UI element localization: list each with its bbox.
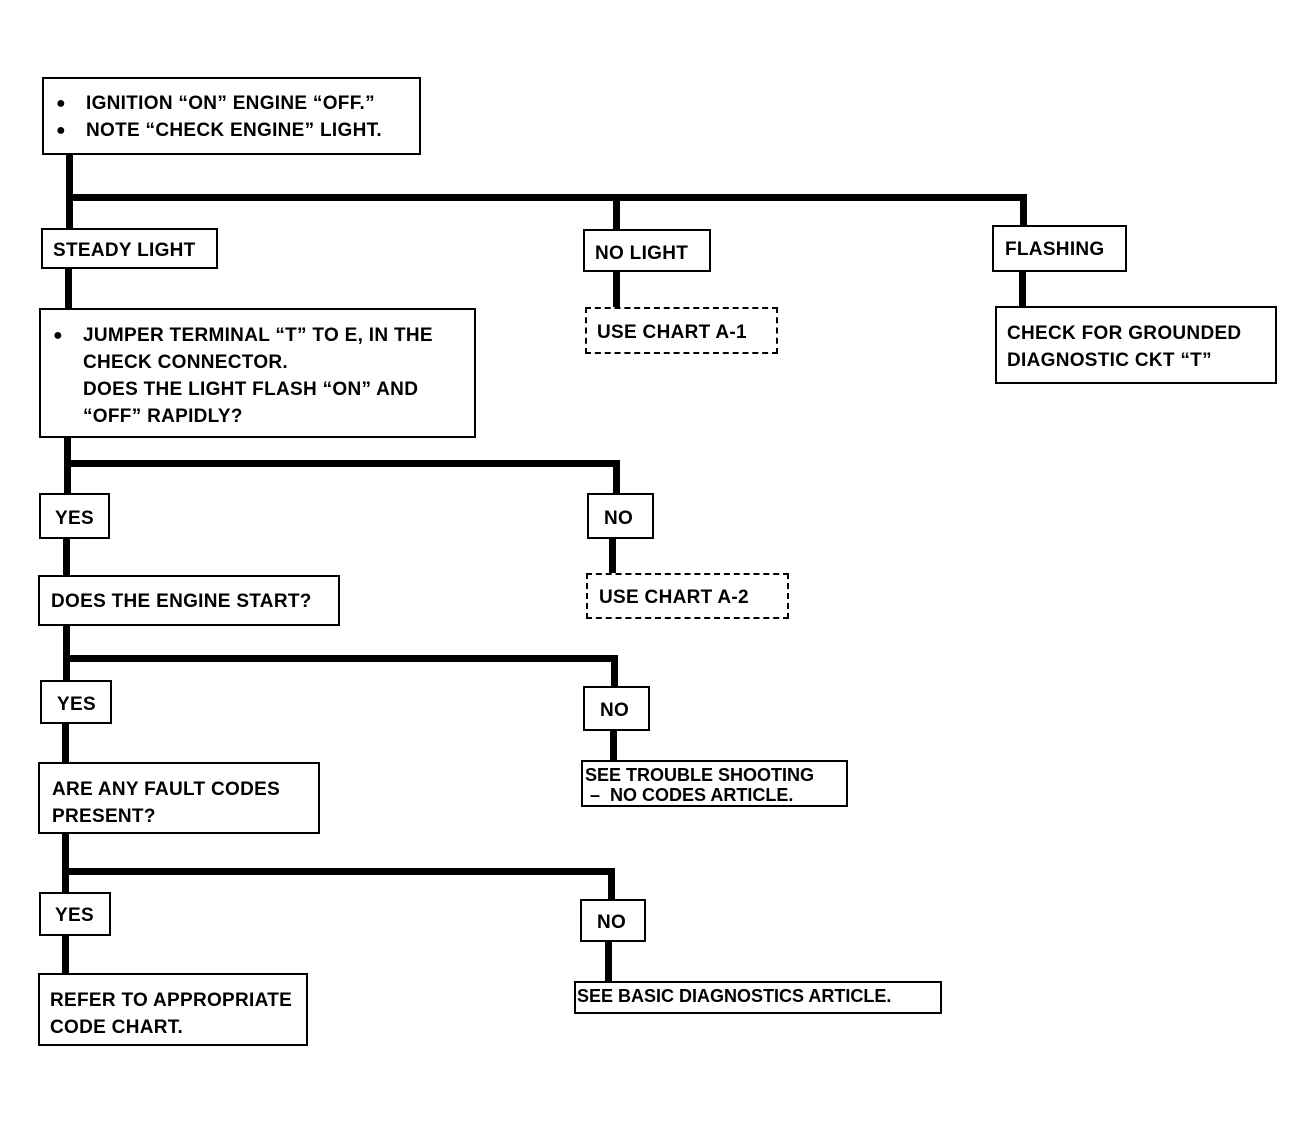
yes-box-2: YES	[40, 680, 112, 724]
connector-no-to-chart-a2	[609, 538, 616, 575]
bullet-icon: ●	[56, 95, 66, 112]
yes-label-2: YES	[57, 694, 96, 715]
connector-branch1-horizontal	[66, 194, 1027, 201]
connector-start-down	[66, 154, 73, 229]
refer-code-chart-line-2: CODE CHART.	[50, 1017, 184, 1038]
see-troubleshooting-line-2: – NO CODES ARTICLE.	[585, 785, 794, 805]
connector-flashing-to-check	[1019, 270, 1026, 307]
use-chart-a1-box: USE CHART A-1	[585, 307, 778, 354]
connector-branch4-horizontal	[62, 868, 615, 875]
connector-no-light-to-chart	[613, 270, 620, 308]
connector-no-light-down	[613, 194, 620, 230]
no-label-1: NO	[604, 508, 634, 529]
bullet-icon: ●	[56, 122, 66, 139]
yes-box-1: YES	[39, 493, 110, 539]
refer-code-chart-box: REFER TO APPROPRIATE CODE CHART.	[38, 973, 308, 1046]
use-chart-a2-box: USE CHART A-2	[586, 573, 789, 619]
yes-box-3: YES	[39, 892, 111, 936]
yes-label-1: YES	[55, 508, 94, 529]
no-light-box: NO LIGHT	[583, 229, 711, 272]
jumper-line-3: DOES THE LIGHT FLASH “ON” AND	[83, 379, 419, 400]
see-troubleshooting-box: SEE TROUBLE SHOOTING – NO CODES ARTICLE.	[581, 760, 848, 807]
see-basic-diagnostics-label: SEE BASIC DIAGNOSTICS ARTICLE.	[577, 986, 892, 1006]
fault-codes-box: ARE ANY FAULT CODES PRESENT?	[38, 762, 320, 834]
start-bullet-row-2: ● NOTE “CHECK ENGINE” LIGHT.	[56, 117, 419, 144]
connector-fault-down	[62, 833, 69, 895]
jumper-line-1: JUMPER TERMINAL “T” TO E, IN THE	[83, 325, 433, 346]
connector-branch2-no-down	[613, 460, 620, 494]
start-box: ● IGNITION “ON” ENGINE “OFF.” ● NOTE “CH…	[42, 77, 421, 155]
jumper-terminal-box: ● JUMPER TERMINAL “T” TO E, IN THE CHECK…	[39, 308, 476, 438]
connector-branch3-horizontal	[63, 655, 618, 662]
connector-yes-to-engine	[63, 538, 70, 576]
refer-code-chart-line-1: REFER TO APPROPRIATE	[50, 990, 293, 1011]
connector-flashing-down	[1020, 194, 1027, 226]
check-grounded-line-1: CHECK FOR GROUNDED	[1007, 323, 1242, 344]
no-box-1: NO	[587, 493, 654, 539]
connector-yes-to-fault	[62, 723, 69, 764]
yes-label-3: YES	[55, 905, 94, 926]
fault-codes-line-2: PRESENT?	[52, 806, 156, 827]
jumper-bullet-row: ● JUMPER TERMINAL “T” TO E, IN THE	[53, 322, 474, 349]
steady-light-box: STEADY LIGHT	[41, 228, 218, 269]
engine-start-box: DOES THE ENGINE START?	[38, 575, 340, 626]
connector-branch3-no-down	[611, 655, 618, 688]
use-chart-a2-label: USE CHART A-2	[599, 587, 749, 608]
flashing-label: FLASHING	[1005, 239, 1105, 260]
connector-branch2-horizontal	[64, 460, 620, 467]
fault-codes-line-1: ARE ANY FAULT CODES	[52, 779, 281, 800]
no-label-3: NO	[597, 912, 627, 933]
no-light-label: NO LIGHT	[595, 243, 689, 264]
use-chart-a1-label: USE CHART A-1	[597, 322, 747, 343]
see-troubleshooting-line-1: SEE TROUBLE SHOOTING	[585, 765, 815, 785]
no-box-3: NO	[580, 899, 646, 942]
start-bullet-row-1: ● IGNITION “ON” ENGINE “OFF.”	[56, 90, 419, 117]
see-basic-diagnostics-box: SEE BASIC DIAGNOSTICS ARTICLE.	[574, 981, 942, 1014]
connector-engine-down	[63, 625, 70, 681]
jumper-line-4: “OFF” RAPIDLY?	[83, 406, 243, 427]
connector-branch4-no-down	[608, 868, 615, 901]
steady-light-label: STEADY LIGHT	[53, 240, 196, 261]
start-bullet-2-text: NOTE “CHECK ENGINE” LIGHT.	[86, 120, 382, 141]
bullet-icon: ●	[53, 327, 63, 344]
no-label-2: NO	[600, 700, 630, 721]
connector-no-to-troubleshooting	[610, 730, 617, 761]
connector-no-to-basic	[605, 940, 612, 983]
start-bullet-1-text: IGNITION “ON” ENGINE “OFF.”	[86, 93, 375, 114]
jumper-line-2: CHECK CONNECTOR.	[83, 352, 289, 373]
connector-steady-to-jumper	[65, 268, 72, 309]
check-grounded-line-2: DIAGNOSTIC CKT “T”	[1007, 350, 1212, 371]
flashing-box: FLASHING	[992, 225, 1127, 272]
no-box-2: NO	[583, 686, 650, 731]
check-grounded-box: CHECK FOR GROUNDED DIAGNOSTIC CKT “T”	[995, 306, 1277, 384]
engine-start-question: DOES THE ENGINE START?	[51, 591, 312, 612]
connector-yes-to-refer	[62, 935, 69, 975]
